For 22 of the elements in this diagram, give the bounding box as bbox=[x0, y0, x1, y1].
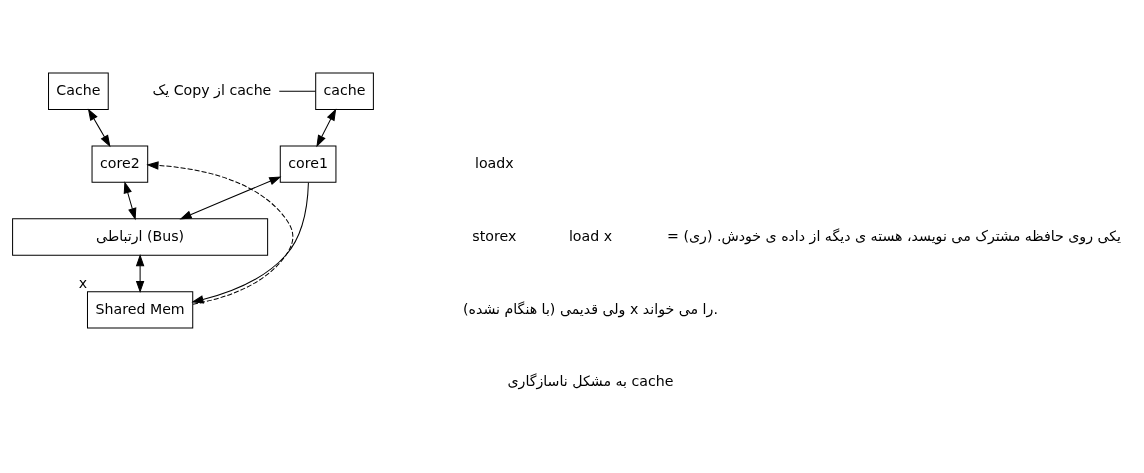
node-label: x bbox=[78, 274, 88, 291]
node-box: core1 bbox=[279, 144, 337, 183]
label: ولی قدیمی (با هنگام نشده) x را می خواند. bbox=[463, 300, 718, 317]
arrow bbox=[87, 107, 111, 147]
arrow bbox=[123, 180, 137, 220]
arrow bbox=[135, 253, 145, 293]
node-box: ارتباطی (Bus) bbox=[12, 217, 269, 256]
label: load x bbox=[568, 227, 613, 244]
node-box: Cache bbox=[48, 72, 109, 110]
arrow bbox=[191, 181, 309, 304]
connector bbox=[278, 90, 316, 92]
node-text: یک Copy از cache bbox=[152, 81, 272, 98]
label: به مشکل ناسازگاری cache bbox=[507, 372, 674, 389]
node-box: core2 bbox=[91, 144, 149, 183]
label: loadx bbox=[475, 154, 514, 171]
arrow bbox=[179, 175, 282, 219]
label: storex bbox=[472, 227, 517, 244]
label: = یکی روی حافظه مشترک می نویسد، هسته ی دیگه از داده ی خودش. (ری) bbox=[667, 227, 1122, 244]
arrow bbox=[146, 160, 294, 305]
arrow bbox=[316, 107, 337, 147]
node-box: cache bbox=[315, 72, 374, 110]
node-box: Shared Mem bbox=[86, 290, 194, 329]
